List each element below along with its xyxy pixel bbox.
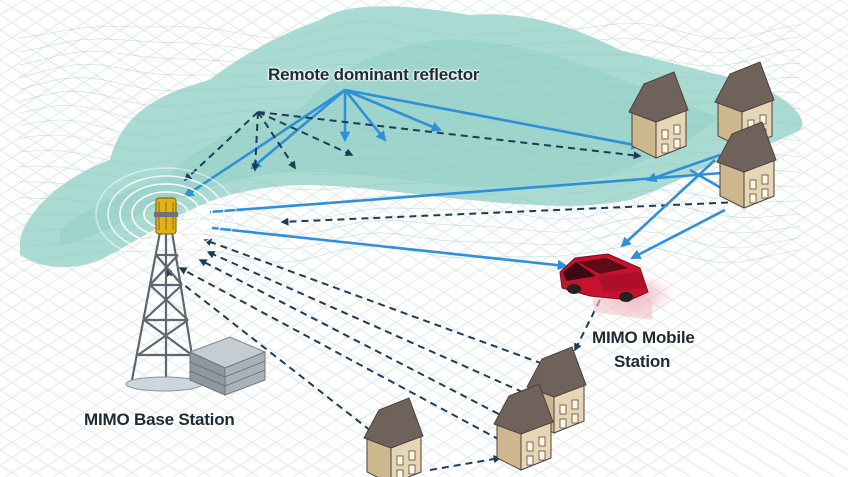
house-icon-bottom-3 bbox=[363, 397, 424, 477]
ray-reflector-1 bbox=[250, 89, 346, 170]
ray-house-low-to-base-4 bbox=[178, 267, 501, 441]
ray-scatter-3 bbox=[257, 111, 354, 156]
antenna-icon bbox=[154, 197, 178, 235]
ray-reflector-to-house bbox=[344, 88, 643, 150]
signal-paths bbox=[163, 88, 741, 471]
mobile-station-label-line2: Station bbox=[614, 352, 671, 371]
ray-house-low-to-base-3 bbox=[198, 259, 521, 426]
ray-scatter-to-base bbox=[183, 111, 259, 182]
base-station-tower-icon bbox=[125, 231, 203, 392]
ray-house-to-car bbox=[630, 208, 726, 260]
ray-house-low-to-base-5 bbox=[163, 269, 381, 439]
reflector-label: Remote dominant reflector bbox=[268, 65, 480, 84]
car-icon bbox=[559, 253, 675, 320]
ray-scatter-1 bbox=[251, 111, 260, 172]
mobile-station-label-line1: MIMO Mobile bbox=[592, 328, 695, 347]
ray-house-pair bbox=[646, 153, 721, 183]
ray-house-to-car-2 bbox=[620, 159, 716, 248]
ray-car-to-house bbox=[574, 299, 601, 352]
ray-house-low-to-base-1 bbox=[203, 238, 566, 373]
ray-house-low-to-base-2 bbox=[206, 250, 546, 403]
house-icon-bottom-2 bbox=[493, 383, 554, 471]
house-icon-right bbox=[716, 121, 777, 209]
base-station-label: MIMO Base Station bbox=[84, 410, 235, 429]
ray-house-to-base bbox=[280, 201, 741, 226]
house-icon-top-1 bbox=[628, 71, 689, 159]
ray-base-to-car bbox=[211, 226, 569, 271]
ray-reflector-3 bbox=[343, 89, 387, 142]
ray-reflector-4 bbox=[344, 88, 442, 132]
ray-scatter-to-house bbox=[257, 111, 642, 160]
equipment-cabinet-icon bbox=[188, 336, 267, 396]
